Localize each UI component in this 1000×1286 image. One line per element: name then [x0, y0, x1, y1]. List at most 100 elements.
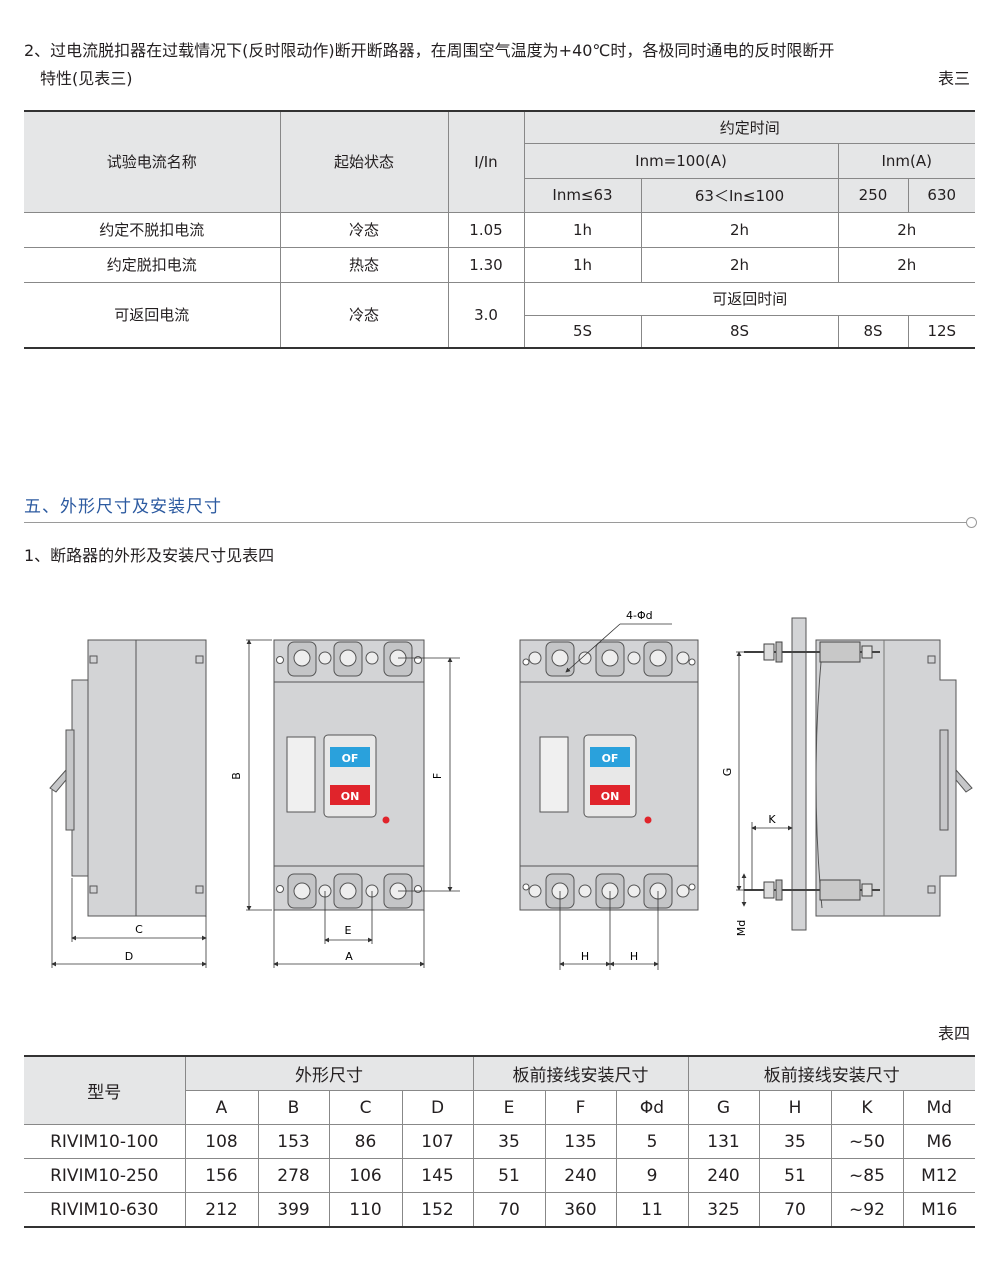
value-cell: 51 — [473, 1158, 546, 1193]
value-cell: M16 — [903, 1192, 975, 1228]
indicator-dot-1 — [382, 816, 390, 824]
value-cell: 70 — [759, 1192, 832, 1228]
t3-r1-name: 约定不脱扣电流 — [24, 212, 281, 248]
front-view-2: OF ON 4-Φd H H — [519, 609, 699, 970]
t3-r2-c2: 2h — [641, 247, 839, 283]
t4-col-header: H — [759, 1090, 832, 1125]
t4-header-group-3: 板前接线安装尺寸 — [688, 1056, 975, 1091]
value-cell: 325 — [688, 1192, 760, 1228]
value-cell: 70 — [473, 1192, 546, 1228]
t3-r3-c2: 8S — [641, 315, 839, 349]
value-cell: ~92 — [831, 1192, 904, 1228]
t3-r3-name: 可返回电流 — [24, 282, 281, 349]
t4-col-header: F — [545, 1090, 617, 1125]
value-cell: 399 — [258, 1192, 330, 1228]
t4-header-model: 型号 — [24, 1056, 186, 1125]
value-cell: 153 — [258, 1124, 330, 1159]
value-cell: ~50 — [831, 1124, 904, 1159]
model-cell: RIVIM10-630 — [24, 1192, 186, 1228]
value-cell: 360 — [545, 1192, 617, 1228]
t3-header-inm: Inm(A) — [838, 143, 975, 179]
t3-r2-c1: 1h — [524, 247, 642, 283]
value-cell: M6 — [903, 1124, 975, 1159]
t3-header-state: 起始状态 — [280, 111, 449, 213]
section-subtitle: 1、断路器的外形及安装尺寸见表四 — [24, 546, 275, 565]
t4-col-header: B — [258, 1090, 330, 1125]
dim-label-d: D — [125, 950, 133, 963]
table4-label: 表四 — [938, 1024, 971, 1043]
side-view: C D — [49, 639, 207, 968]
t3-sub-1: Inm≤63 — [524, 178, 642, 213]
t3-r1-state: 冷态 — [280, 212, 449, 248]
value-cell: 145 — [402, 1158, 474, 1193]
t4-col-header: D — [402, 1090, 474, 1125]
t3-r1-c2: 2h — [641, 212, 839, 248]
dim-label-h-1: H — [581, 950, 589, 963]
t3-header-ratio: I/In — [448, 111, 525, 213]
t3-r3-ratio: 3.0 — [448, 282, 525, 349]
value-cell: 108 — [185, 1124, 259, 1159]
value-cell: 135 — [545, 1124, 617, 1159]
t3-r2-c3: 2h — [838, 247, 975, 283]
t3-header-time: 约定时间 — [524, 111, 975, 144]
hole-label: 4-Φd — [626, 609, 653, 622]
dim-label-a: A — [345, 950, 353, 963]
dim-label-f: F — [431, 773, 444, 779]
t3-r1-ratio: 1.05 — [448, 212, 525, 248]
model-cell: RIVIM10-100 — [24, 1124, 186, 1159]
dim-label-md: Md — [735, 920, 748, 936]
dim-label-h-2: H — [630, 950, 638, 963]
on-label-2: ON — [601, 790, 620, 803]
value-cell: 107 — [402, 1124, 474, 1159]
value-cell: 278 — [258, 1158, 330, 1193]
t3-header-inm100: Inm=100(A) — [524, 143, 839, 179]
t3-sub-4: 630 — [908, 178, 975, 213]
t3-sub-2: 63＜In≤100 — [641, 178, 839, 213]
value-cell: 131 — [688, 1124, 760, 1159]
table3-label: 表三 — [938, 69, 971, 88]
value-cell: 9 — [616, 1158, 689, 1193]
model-cell: RIVIM10-250 — [24, 1158, 186, 1193]
value-cell: 35 — [473, 1124, 546, 1159]
t3-r3-c4: 12S — [908, 315, 975, 349]
value-cell: 240 — [545, 1158, 617, 1193]
t3-header-name: 试验电流名称 — [24, 111, 281, 213]
indicator-dot-2 — [644, 816, 652, 824]
value-cell: ~85 — [831, 1158, 904, 1193]
value-cell: 240 — [688, 1158, 760, 1193]
t4-col-header: K — [831, 1090, 904, 1125]
dimension-drawing: C D OF O — [49, 609, 973, 970]
on-label-1: ON — [341, 790, 360, 803]
value-cell: 106 — [329, 1158, 403, 1193]
section-title: 五、外形尺寸及安装尺寸 — [24, 497, 222, 517]
t3-r2-ratio: 1.30 — [448, 247, 525, 283]
dim-label-c: C — [135, 923, 143, 936]
t4-header-group-1: 外形尺寸 — [185, 1056, 474, 1091]
value-cell: 11 — [616, 1192, 689, 1228]
t3-r3-return-header: 可返回时间 — [524, 282, 975, 316]
t4-col-header: A — [185, 1090, 259, 1125]
t4-header-group-2: 板前接线安装尺寸 — [473, 1056, 689, 1091]
value-cell: 5 — [616, 1124, 689, 1159]
of-label-2: OF — [602, 752, 619, 765]
dim-label-k: K — [768, 813, 776, 826]
value-cell: M12 — [903, 1158, 975, 1193]
value-cell: 35 — [759, 1124, 832, 1159]
dim-label-g: G — [721, 768, 734, 777]
t3-r1-c1: 1h — [524, 212, 642, 248]
side-mount-view: G K Md — [721, 617, 973, 936]
t3-r3-state: 冷态 — [280, 282, 449, 349]
value-cell: 156 — [185, 1158, 259, 1193]
t4-col-header: E — [473, 1090, 546, 1125]
t3-r3-c3: 8S — [838, 315, 909, 349]
t4-col-header: Φd — [616, 1090, 689, 1125]
of-label-1: OF — [342, 752, 359, 765]
section-rule-dot — [966, 517, 977, 528]
t3-r3-c1: 5S — [524, 315, 642, 349]
intro-line-1: 2、过电流脱扣器在过载情况下(反时限动作)断开断路器，在周围空气温度为+40℃时… — [24, 41, 835, 60]
dim-label-b: B — [230, 772, 243, 780]
t3-r1-c3: 2h — [838, 212, 975, 248]
